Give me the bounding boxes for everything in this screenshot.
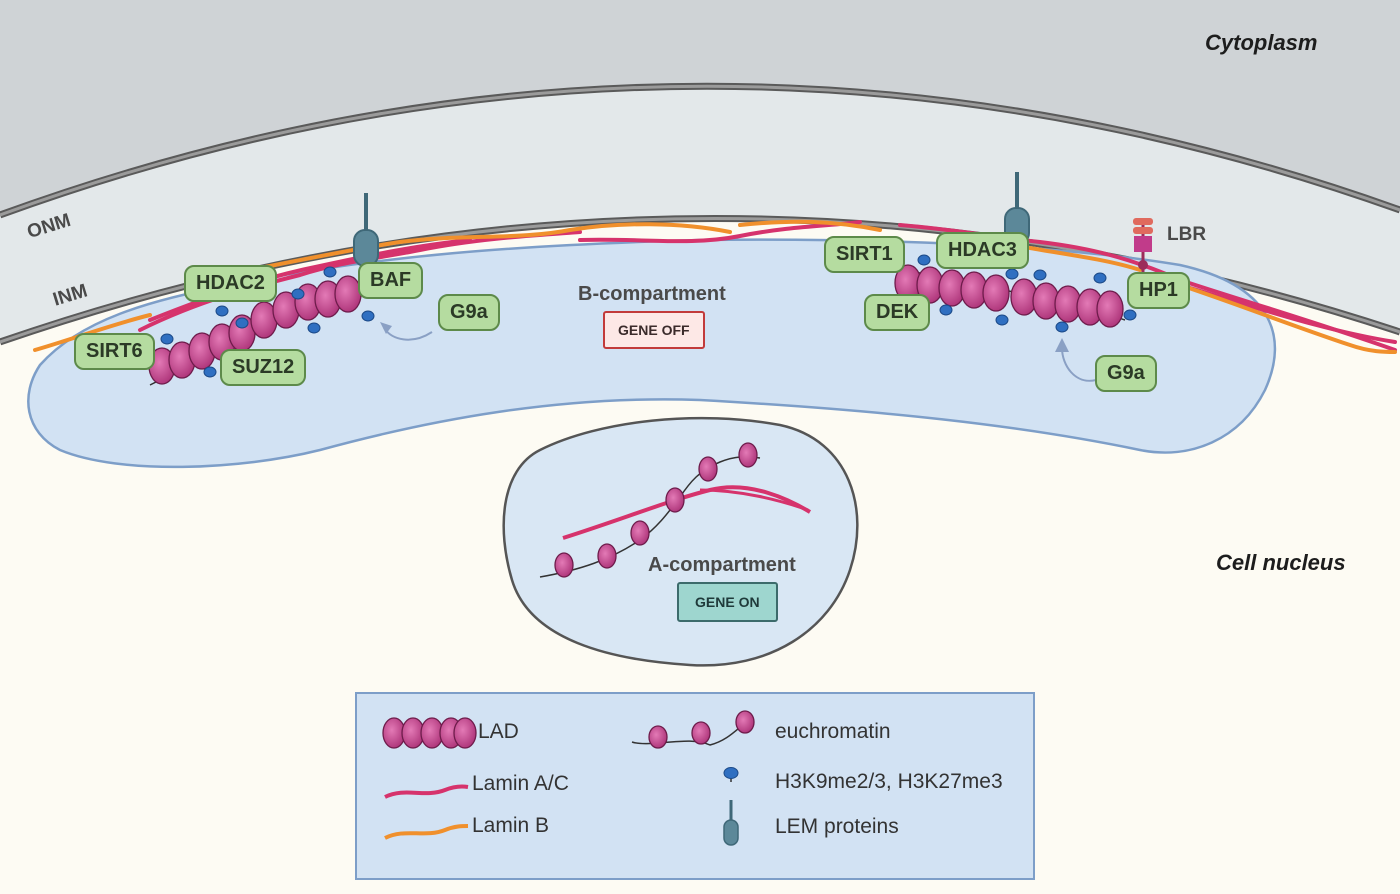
b-compartment-title: B-compartment (578, 283, 726, 305)
legend-lem-label: LEM proteins (775, 815, 899, 838)
lbr-receptor (1133, 218, 1153, 272)
protein-hdac3: HDAC3 (936, 232, 1029, 269)
legend-euchromatin-label: euchromatin (775, 720, 891, 743)
protein-sirt1: SIRT1 (824, 236, 905, 273)
euchromatin-a-compartment (539, 442, 812, 578)
protein-sirt6: SIRT6 (74, 333, 155, 370)
cytoplasm-label: Cytoplasm (1205, 30, 1318, 55)
protein-hdac2: HDAC2 (184, 265, 277, 302)
gene-off-badge: GENE OFF (603, 311, 705, 349)
legend-lem-swatch (723, 800, 739, 846)
gene-on-badge: GENE ON (677, 582, 778, 622)
methyl-marks-right (917, 254, 1137, 333)
legend-marks-label: H3K9me2/3, H3K27me3 (775, 770, 1003, 793)
legend-marks-swatch (723, 767, 739, 782)
protein-baf: BAF (358, 262, 424, 299)
g9a-arrow-right (1061, 347, 1097, 382)
lad-heterochromatin-right (894, 264, 1126, 328)
cell-nucleus-label: Cell nucleus (1216, 550, 1346, 575)
a-compartment-title: A-compartment (648, 554, 796, 576)
legend-lamin-b-swatch (384, 824, 469, 840)
lamin-b-fibers (33, 219, 1397, 354)
protein-dek: DEK (864, 294, 931, 331)
perinuclear-space (0, 86, 1400, 342)
legend-euchromatin-swatch (631, 710, 755, 749)
protein-hp1: HP1 (1127, 272, 1190, 309)
lbr-label: LBR (1167, 224, 1207, 245)
methyl-marks-left (160, 266, 375, 378)
protein-g9a-left: G9a (438, 294, 500, 331)
protein-suz12: SUZ12 (220, 349, 307, 386)
legend-lad-label: LAD (478, 720, 519, 743)
legend-lamin-ac-swatch (384, 784, 469, 799)
legend-lamin-b-label: Lamin B (472, 814, 550, 837)
legend-lad-swatch (382, 717, 477, 749)
a-compartment-blob (502, 416, 859, 667)
protein-g9a-right: G9a (1095, 355, 1157, 392)
legend-lamin-ac-label: Lamin A/C (472, 772, 569, 795)
cytoplasm-region (0, 0, 1400, 215)
